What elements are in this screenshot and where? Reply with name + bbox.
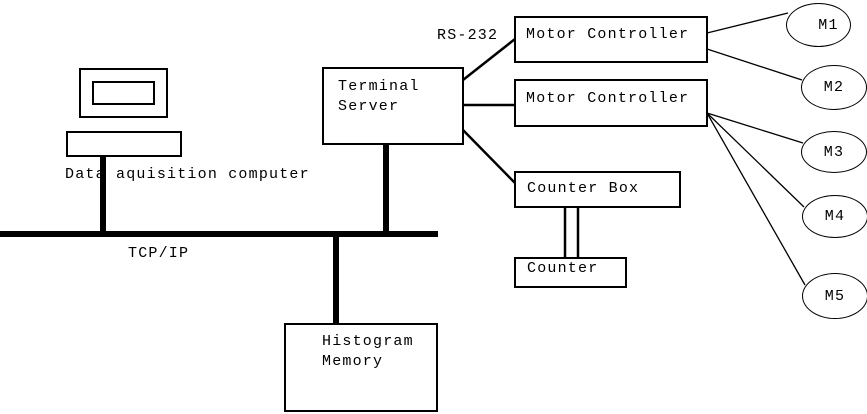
motor-controller-1-label: Motor Controller	[526, 26, 690, 43]
motor-m4-label: M4	[824, 208, 846, 225]
motor-m2-label: M2	[823, 79, 845, 96]
mc1-m2-link	[706, 48, 803, 81]
motor-node-m3: M3	[801, 131, 867, 173]
motor-node-m1: M1	[786, 3, 851, 47]
terminal-server-label-line2: Server	[338, 98, 400, 115]
rs232-label: RS-232	[437, 27, 499, 44]
tcp-ip-label: TCP/IP	[128, 245, 190, 262]
mc2-m5-link	[706, 112, 806, 286]
histogram-memory-box: Histogram Memory	[284, 323, 438, 412]
motor-controller-2-label: Motor Controller	[526, 90, 690, 107]
terminal-server-box: Terminal Server	[322, 67, 464, 145]
keyboard-icon	[66, 131, 182, 157]
terminal-server-label-line1: Terminal	[338, 78, 420, 95]
counter-box: Counter	[514, 257, 627, 288]
histogram-memory-label-line1: Histogram	[322, 333, 414, 350]
motor-m3-label: M3	[823, 143, 845, 161]
motor-controller-2-box: Motor Controller	[514, 79, 708, 127]
terminal-counterbox-link	[461, 128, 516, 184]
counter-box-box: Counter Box	[514, 171, 681, 208]
motor-node-m4: M4	[802, 195, 867, 238]
monitor-screen-icon	[92, 81, 155, 105]
motor-m1-label: M1	[818, 16, 839, 34]
counter-box-label: Counter Box	[527, 180, 640, 197]
mc2-m3-link	[706, 112, 804, 144]
motor-node-m2: M2	[801, 65, 867, 110]
mc1-m1-link	[706, 12, 789, 34]
motor-node-m5: M5	[802, 273, 867, 319]
histogram-memory-label-line2: Memory	[322, 353, 384, 370]
rs232-link-mc1	[462, 38, 516, 81]
computer-caption: Data aquisition computer	[65, 166, 310, 183]
motor-controller-1-box: Motor Controller	[514, 16, 708, 63]
motor-m5-label: M5	[824, 287, 846, 305]
counter-label: Counter	[527, 260, 599, 277]
mc2-m4-link	[706, 112, 805, 208]
